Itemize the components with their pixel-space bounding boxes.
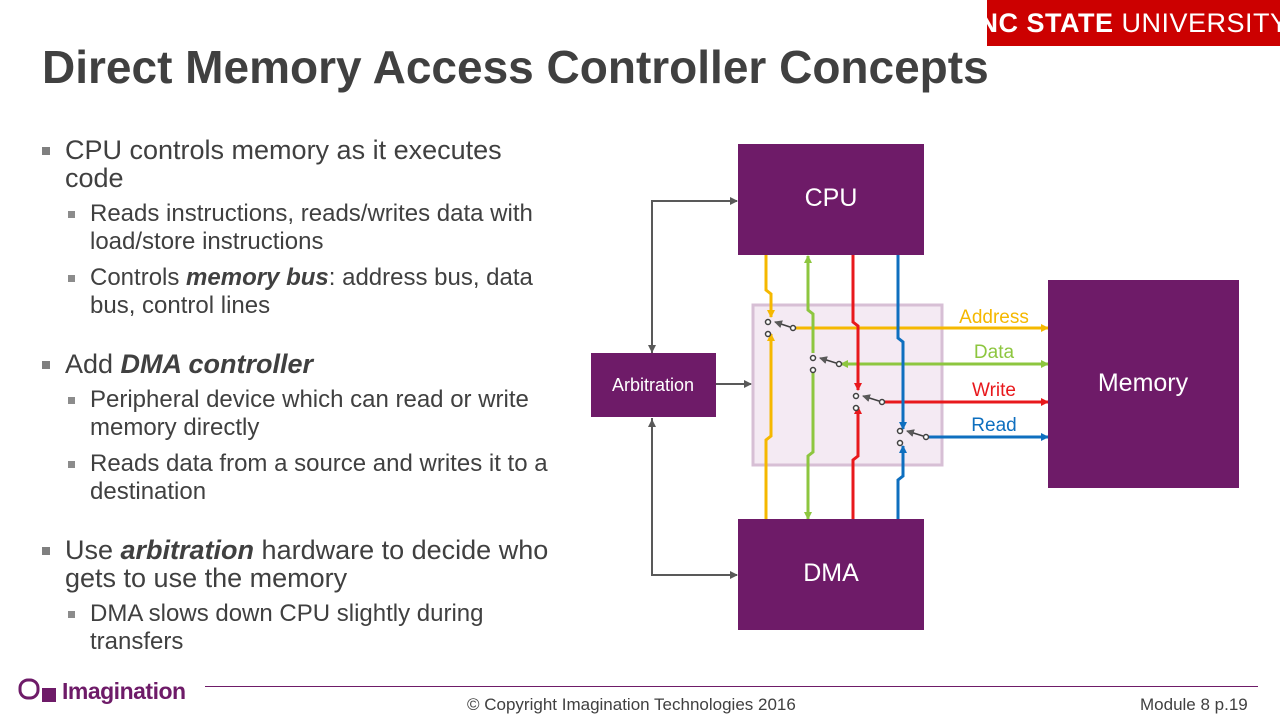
page-number: Module 8 p.19 xyxy=(1140,695,1248,714)
write-line xyxy=(851,255,1049,520)
write-label: Write xyxy=(972,380,1016,401)
bullet-text: Reads instructions, reads/writes data wi… xyxy=(90,200,562,256)
cpu-label: CPU xyxy=(805,184,858,212)
bullet-text-pre: CPU controls memory as it executes code xyxy=(65,135,502,193)
sub-bullet-item: Controls memory bus: address bus, data b… xyxy=(65,264,562,320)
address-bus xyxy=(764,255,1049,520)
mux-region xyxy=(751,303,944,467)
bullet-text: Add DMA controller xyxy=(65,350,562,378)
memory-block xyxy=(1048,280,1239,488)
sub-bullet-item: Peripheral device which can read or writ… xyxy=(65,386,562,442)
dma-label: DMA xyxy=(803,559,859,587)
footer-divider xyxy=(205,686,1258,687)
sub-bullet-item: DMA slows down CPU slightly during trans… xyxy=(65,600,562,656)
sub-bullet-list: DMA slows down CPU slightly during trans… xyxy=(65,600,562,656)
square-bullet-icon xyxy=(68,211,75,218)
bullet-text-pre: DMA slows down CPU slightly during trans… xyxy=(90,600,484,655)
bullet-text-em: DMA controller xyxy=(120,349,314,379)
bullet-item: Use arbitration hardware to decide who g… xyxy=(42,536,562,656)
bullet-text: CPU controls memory as it executes code xyxy=(65,136,562,192)
mux-switches xyxy=(764,318,930,447)
square-bullet-icon xyxy=(68,397,75,404)
bullet-text-pre: Reads data from a source and writes it t… xyxy=(90,450,548,505)
address-mux-switch xyxy=(764,318,797,338)
sub-bullet-item: Reads data from a source and writes it t… xyxy=(65,450,562,506)
bullet-text-pre: Peripheral device which can read or writ… xyxy=(90,386,529,441)
copyright-text: © Copyright Imagination Technologies 201… xyxy=(467,695,796,714)
square-bullet-icon xyxy=(68,275,75,282)
square-bullet-icon xyxy=(68,461,75,468)
dma-block xyxy=(738,519,924,630)
bullet-text: Peripheral device which can read or writ… xyxy=(90,386,562,442)
square-bullet-icon xyxy=(42,147,50,155)
read-mux-switch xyxy=(896,427,930,447)
imagination-logo: Imagination xyxy=(18,674,200,708)
bullet-text-pre: Reads instructions, reads/writes data wi… xyxy=(90,200,533,255)
address-label: Address xyxy=(959,307,1029,328)
read-line xyxy=(896,255,1049,520)
bullet-text-post: : address bus, data bus, control lines xyxy=(90,264,533,319)
imagination-logo-icon xyxy=(18,678,56,702)
bullet-text-pre: Controls xyxy=(90,264,187,291)
square-bullet-icon xyxy=(42,361,50,369)
sub-bullet-list: Peripheral device which can read or writ… xyxy=(65,386,562,506)
slide-title: Direct Memory Access Controller Concepts xyxy=(42,41,989,93)
badge-strong: NC STATE xyxy=(978,7,1114,38)
bullet-text-post: hardware to decide who gets to use the m… xyxy=(65,535,549,593)
data-mux-switch xyxy=(809,354,843,374)
bullet-text-pre: Add xyxy=(65,349,121,379)
square-bullet-icon xyxy=(42,547,50,555)
arbitration-block xyxy=(591,353,716,417)
bullet-text-pre: Use xyxy=(65,535,121,565)
memory-label: Memory xyxy=(1098,369,1189,397)
sub-bullet-item: Reads instructions, reads/writes data wi… xyxy=(65,200,562,256)
sub-bullet-list: Reads instructions, reads/writes data wi… xyxy=(65,200,562,320)
bullet-text: Controls memory bus: address bus, data b… xyxy=(90,264,562,320)
write-mux-switch xyxy=(852,392,886,412)
arbitration-label: Arbitration xyxy=(612,375,694,395)
square-bullet-icon xyxy=(68,611,75,618)
bullet-text-em: arbitration xyxy=(120,535,255,565)
data-label: Data xyxy=(974,342,1015,363)
data-bus xyxy=(804,255,1049,520)
bullet-text: DMA slows down CPU slightly during trans… xyxy=(90,600,562,656)
bullet-text: Use arbitration hardware to decide who g… xyxy=(65,536,562,592)
bullet-text-em: memory bus xyxy=(186,264,329,291)
bullet-text: Reads data from a source and writes it t… xyxy=(90,450,562,506)
badge-rest: UNIVERSITY xyxy=(1121,7,1280,38)
arbitration-control-lines xyxy=(648,197,752,579)
read-label: Read xyxy=(971,415,1016,436)
logo-word: Imagination xyxy=(62,678,186,704)
cpu-block xyxy=(738,144,924,255)
